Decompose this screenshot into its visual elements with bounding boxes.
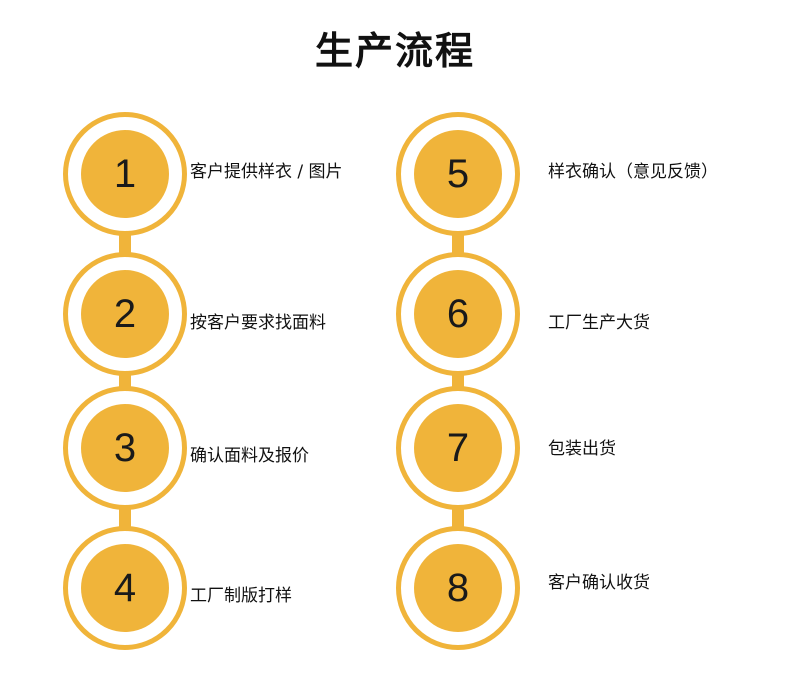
step-1-number: 1	[81, 130, 169, 218]
step-5-label: 样衣确认（意见反馈）	[548, 162, 718, 182]
step-1-circle: 1	[63, 112, 187, 236]
step-7-number: 7	[414, 404, 502, 492]
step-4-number: 4	[81, 544, 169, 632]
step-8-label: 客户确认收货	[548, 573, 650, 593]
step-2-number: 2	[81, 270, 169, 358]
step-7-label: 包装出货	[548, 439, 616, 459]
step-1-label: 客户提供样衣 / 图片	[190, 162, 343, 182]
step-3-circle: 3	[63, 386, 187, 510]
step-7-circle: 7	[396, 386, 520, 510]
step-3-label: 确认面料及报价	[190, 446, 309, 466]
step-6-label: 工厂生产大货	[548, 313, 650, 333]
step-8-number: 8	[414, 544, 502, 632]
step-6-circle: 6	[396, 252, 520, 376]
step-3-number: 3	[81, 404, 169, 492]
step-2-circle: 2	[63, 252, 187, 376]
step-6-number: 6	[414, 270, 502, 358]
step-2-label: 按客户要求找面料	[190, 313, 326, 333]
step-4-circle: 4	[63, 526, 187, 650]
step-5-circle: 5	[396, 112, 520, 236]
step-5-number: 5	[414, 130, 502, 218]
page-title: 生产流程	[314, 29, 475, 73]
step-4-label: 工厂制版打样	[190, 586, 292, 606]
step-8-circle: 8	[396, 526, 520, 650]
